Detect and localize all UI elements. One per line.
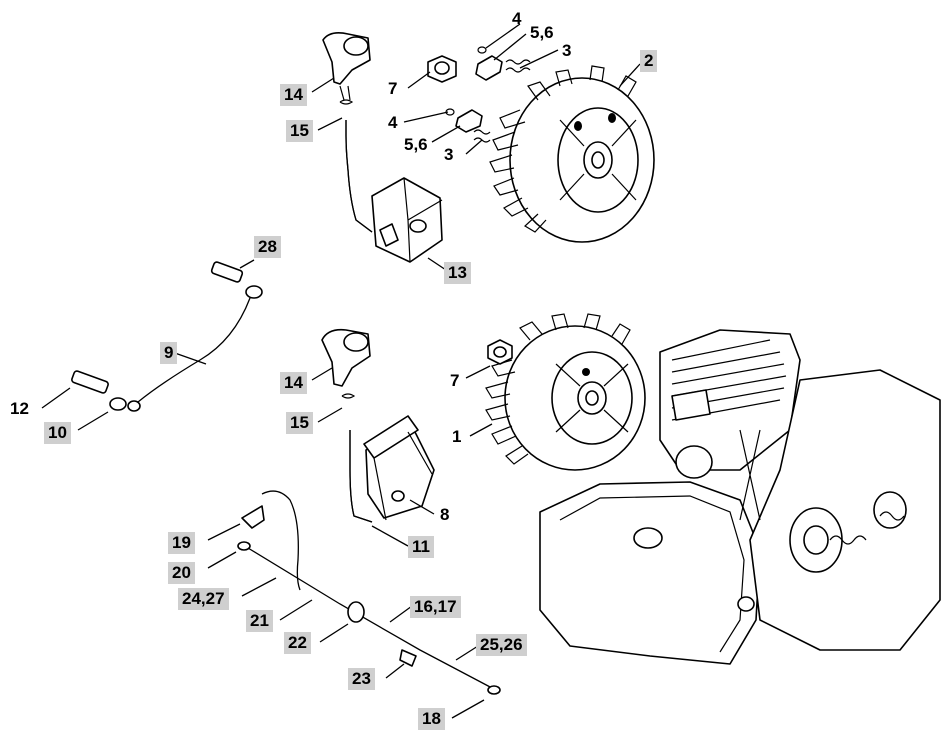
callout-9: 9 xyxy=(160,342,178,364)
callout-2: 2 xyxy=(640,50,658,72)
flywheel-upper xyxy=(489,65,655,243)
callout-7-upper: 7 xyxy=(388,79,398,98)
nut-upper xyxy=(427,55,457,83)
callout-14-upper: 14 xyxy=(280,84,307,106)
callout-28: 28 xyxy=(254,236,281,258)
callout-12: 12 xyxy=(10,399,29,418)
callout-13: 13 xyxy=(444,262,471,284)
callout-21: 21 xyxy=(246,610,273,632)
callout-7-lower: 7 xyxy=(450,371,460,390)
callout-4-upper: 4 xyxy=(512,9,522,28)
callout-22: 22 xyxy=(284,632,311,654)
callout-20: 20 xyxy=(168,562,195,584)
callout-11: 11 xyxy=(408,536,434,558)
callout-4-lower: 4 xyxy=(388,113,398,132)
callout-10: 10 xyxy=(44,422,71,444)
callout-14-lower: 14 xyxy=(280,372,307,394)
pawl-lower xyxy=(445,108,491,143)
ignition-module-upper xyxy=(322,32,443,263)
ground-wire xyxy=(71,261,263,412)
callout-8: 8 xyxy=(440,505,450,524)
callout-15-lower: 15 xyxy=(286,412,313,434)
callout-25-26: 25,26 xyxy=(476,634,527,656)
callout-15-upper: 15 xyxy=(286,120,313,142)
engine-housing xyxy=(539,329,941,665)
callout-3-upper: 3 xyxy=(562,41,572,60)
callout-3-lower: 3 xyxy=(444,145,454,164)
callout-1: 1 xyxy=(452,427,462,446)
callout-16-17: 16,17 xyxy=(410,596,461,618)
leader-lines xyxy=(41,23,641,719)
short-circuit-wire xyxy=(237,490,501,695)
callout-5-6-upper: 5,6 xyxy=(530,23,554,42)
flywheel-lower xyxy=(485,313,646,471)
callout-23: 23 xyxy=(348,668,375,690)
callout-18: 18 xyxy=(418,708,445,730)
callout-24-27: 24,27 xyxy=(178,588,229,610)
ignition-module-lower xyxy=(321,328,435,523)
callout-19: 19 xyxy=(168,532,195,554)
callout-5-6-lower: 5,6 xyxy=(404,135,428,154)
pawl-upper xyxy=(475,46,531,81)
nut-lower xyxy=(487,339,513,365)
